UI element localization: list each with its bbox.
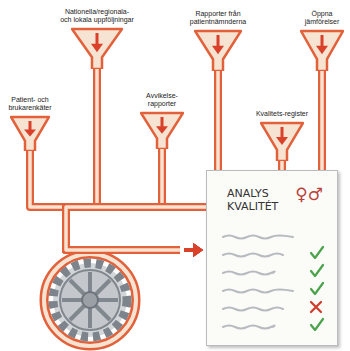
funnel-shape	[10, 115, 50, 151]
source-label: Rapporter från patientnämnderna	[183, 10, 253, 26]
gear	[53, 263, 127, 337]
source-funnel: Rapporter från patientnämnderna	[183, 10, 253, 71]
gear-body	[60, 270, 120, 330]
source-label: Kvalitets-register	[256, 110, 308, 118]
source-funnel: Öppna jämförelser	[297, 10, 347, 71]
pipe-connector	[66, 69, 203, 257]
source-label: Nationella/regionala- och lokala uppfölj…	[60, 8, 134, 24]
pipe-connector	[66, 71, 218, 257]
source-label: Avvikelse-rapporter	[132, 92, 192, 108]
source-funnel: Nationella/regionala- och lokala uppfölj…	[60, 8, 134, 69]
funnel-shape	[260, 121, 304, 161]
source-funnel: Kvalitets-register	[252, 110, 312, 161]
report-document: ANALYS KVALITÉT♀♂	[206, 170, 338, 346]
source-label: Patient- och brukarenkäter	[2, 96, 58, 112]
funnel-shape	[300, 29, 344, 71]
source-funnel: Patient- och brukarenkäter	[2, 96, 58, 151]
funnel-shape	[194, 29, 242, 71]
funnel-shape	[140, 111, 184, 149]
document-heading: ANALYS KVALITÉT	[227, 187, 297, 213]
source-funnel: Avvikelse-rapporter	[132, 92, 192, 149]
gear-spokes	[62, 272, 118, 328]
gear-hub	[82, 292, 98, 308]
pump-housing-inner	[44, 254, 136, 346]
pump-housing	[44, 254, 136, 346]
gender-symbol: ♀♂	[295, 185, 323, 203]
funnel-shape	[71, 27, 123, 69]
source-label: Öppna jämförelser	[297, 10, 347, 26]
